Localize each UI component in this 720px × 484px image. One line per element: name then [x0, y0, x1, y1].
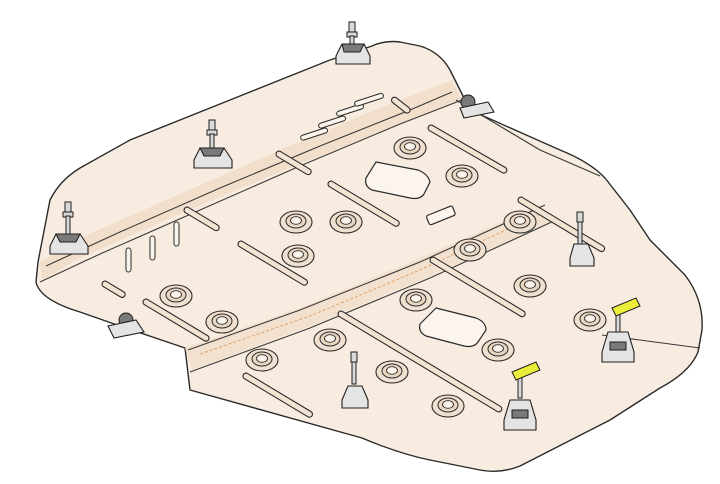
bracket-front-1 [335, 21, 371, 65]
stamped-hole [279, 210, 313, 234]
stamped-hole [445, 164, 479, 188]
slot [149, 235, 156, 261]
front-seam-2 [45, 91, 453, 267]
bracket-mid-left [107, 312, 145, 339]
rib [142, 298, 210, 342]
stamped-hole [375, 360, 409, 384]
stamped-hole [503, 210, 537, 234]
rib [327, 180, 400, 227]
stamped-hole [313, 328, 347, 352]
skid-plate-body [35, 40, 703, 473]
rib [517, 196, 606, 253]
middle-seam [187, 204, 546, 351]
rib [101, 280, 126, 298]
small-window [426, 205, 456, 226]
slot [300, 127, 329, 141]
stamped-hole [281, 244, 315, 268]
rib [242, 372, 314, 418]
rib [337, 310, 503, 413]
rib [237, 240, 309, 286]
stamped-hole [399, 288, 433, 312]
rib [429, 256, 526, 318]
bracket-rear-2 [341, 351, 369, 409]
front-seam [39, 99, 463, 283]
lower-window [419, 307, 487, 348]
inner-seam [455, 99, 601, 177]
rib [183, 206, 220, 232]
rib [390, 96, 411, 114]
bracket-rear-1 [569, 211, 595, 267]
rear-mounting-brackets [341, 211, 635, 431]
front-band [40, 80, 462, 280]
rib [427, 124, 508, 174]
rib [275, 150, 312, 176]
middle-seam-2 [189, 219, 557, 373]
ribs [101, 96, 606, 418]
bracket-rear-3 [503, 375, 537, 431]
slot [318, 115, 347, 129]
stamped-hole [329, 210, 363, 234]
upper-window [365, 161, 431, 200]
stamped-hole [245, 348, 279, 372]
stamped-hole [159, 284, 193, 308]
stamped-hole [573, 308, 607, 332]
stamped-hole [431, 394, 465, 418]
slot [336, 103, 365, 117]
bracket-rear-4 [601, 313, 635, 363]
bracket-front-2 [193, 119, 233, 169]
stamped-hole [205, 310, 239, 334]
slot [173, 221, 180, 247]
yellow-clip [611, 297, 641, 317]
stamped-holes [159, 136, 607, 418]
bracket-front-right [459, 94, 495, 119]
bracket-front-3 [49, 201, 89, 255]
stamped-hole [513, 274, 547, 298]
front-slots [125, 92, 384, 273]
slot [354, 92, 384, 107]
slot [125, 247, 132, 273]
front-mounting-brackets [49, 21, 495, 339]
stamped-hole [481, 338, 515, 362]
stamped-hole [393, 136, 427, 160]
yellow-clip [511, 361, 541, 381]
stamped-hole [453, 238, 487, 262]
yellow-clips [511, 297, 641, 381]
